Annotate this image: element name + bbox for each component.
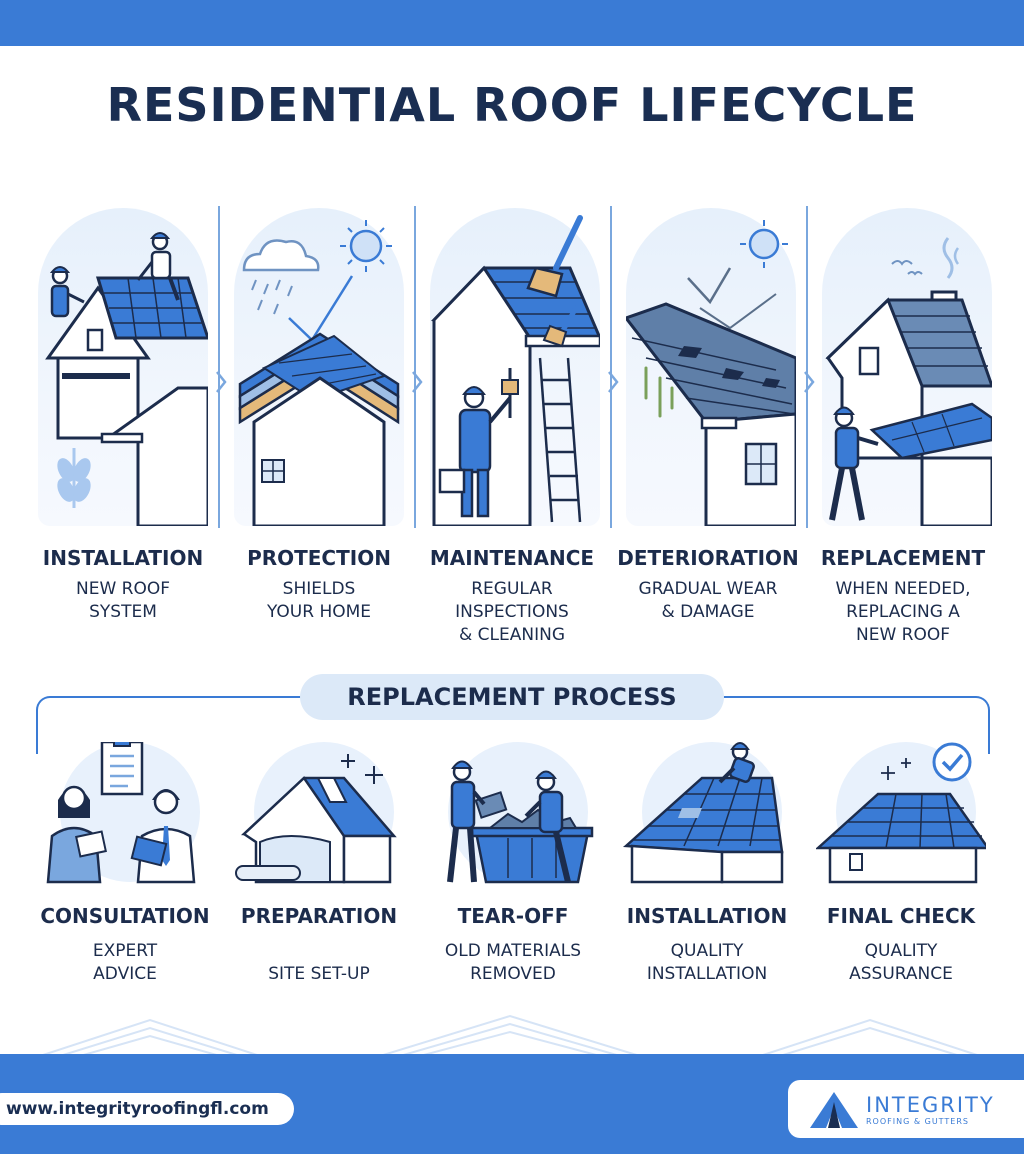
chevron-right-icon <box>608 371 619 393</box>
stage-divider <box>414 206 416 528</box>
worker-replacing-roof-icon <box>825 237 992 526</box>
house-tarp-icon <box>235 754 397 884</box>
stage-title-replacement: REPLACEMENT <box>820 546 986 570</box>
workers-dumpster-icon <box>447 760 594 884</box>
step-title-consultation: CONSULTATION <box>40 904 210 928</box>
step-desc-final-check: QUALITY ASSURANCE <box>849 941 953 984</box>
chevron-right-icon <box>216 371 227 393</box>
roofer-on-roof-icon <box>622 742 784 884</box>
stage-divider <box>610 206 612 528</box>
stage-title-protection: PROTECTION <box>247 546 391 570</box>
stage-desc-replacement: WHEN NEEDED, REPLACING A NEW ROOF <box>835 579 971 645</box>
chevron-right-icon <box>412 371 423 393</box>
decorative-roofline-pattern <box>39 1014 981 1056</box>
damaged-roof-icon <box>626 220 796 526</box>
stage-title-installation: INSTALLATION <box>42 546 204 570</box>
step-title-installation: INSTALLATION <box>626 904 788 928</box>
stage-desc-installation: NEW ROOF SYSTEM <box>75 579 171 622</box>
step-installation-illustration <box>622 742 792 892</box>
house-checkmark-icon <box>816 742 986 884</box>
step-preparation-illustration <box>234 742 404 892</box>
brand-name: INTEGRITY <box>866 1093 995 1117</box>
step-final-check-illustration <box>816 742 986 892</box>
stage-desc-protection: SHIELDS YOUR HOME <box>266 579 372 622</box>
integrity-logo-icon <box>810 1092 858 1128</box>
stage-installation-illustration <box>38 208 208 526</box>
step-tearoff-illustration <box>428 742 598 892</box>
process-heading: REPLACEMENT PROCESS <box>300 674 724 720</box>
stage-desc-maintenance: REGULAR INSPECTIONS & CLEANING <box>455 579 569 645</box>
stage-title-maintenance: MAINTENANCE <box>429 546 595 570</box>
step-title-tearoff: TEAR-OFF <box>457 904 569 928</box>
worker-cleaning-roof-icon <box>431 215 600 526</box>
stage-title-deterioration: DETERIORATION <box>617 546 799 570</box>
page-title: RESIDENTIAL ROOF LIFECYCLE <box>106 78 918 132</box>
brand-tagline: ROOFING & GUTTERS <box>866 1117 969 1126</box>
stage-replacement-illustration <box>822 208 992 526</box>
stage-divider <box>806 206 808 528</box>
stage-protection-illustration <box>234 208 404 526</box>
step-desc-preparation: SITE SET-UP <box>268 964 370 984</box>
step-title-final-check: FINAL CHECK <box>826 904 976 928</box>
step-title-preparation: PREPARATION <box>240 904 398 928</box>
chevron-right-icon <box>804 371 815 393</box>
roofers-installing-roof-icon <box>45 232 208 526</box>
website-link[interactable]: www.integrityroofingfl.com <box>0 1093 294 1125</box>
consultation-people-icon <box>46 742 196 884</box>
roof-layers-weather-icon <box>238 220 400 526</box>
step-desc-consultation: EXPERT ADVICE <box>92 941 158 984</box>
stage-desc-deterioration: GRADUAL WEAR & DAMAGE <box>638 579 778 622</box>
top-banner <box>0 0 1024 46</box>
step-consultation-illustration <box>40 742 210 892</box>
stage-divider <box>218 206 220 528</box>
stage-deterioration-illustration <box>626 208 796 526</box>
step-desc-installation: QUALITY INSTALLATION <box>646 941 768 984</box>
step-desc-tearoff: OLD MATERIALS REMOVED <box>444 941 582 984</box>
stage-maintenance-illustration <box>430 208 600 526</box>
